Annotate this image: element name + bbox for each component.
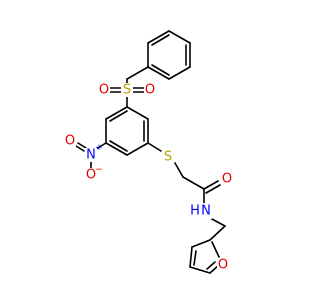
nitro-nitrogen: N + bbox=[85, 143, 103, 163]
svg-text:O: O bbox=[218, 258, 228, 273]
chemical-structure: S O O S N + O O − O N H O bbox=[64, 30, 233, 274]
nitro-oxygen-single: O − bbox=[85, 165, 103, 183]
sulfonyl-bonds bbox=[109, 87, 145, 108]
carbonyl-oxygen: O bbox=[221, 172, 233, 187]
thioether-acetamide-chain bbox=[147, 142, 226, 227]
svg-text:O: O bbox=[145, 83, 155, 98]
svg-text:N: N bbox=[86, 148, 96, 163]
central-phenyl-ring bbox=[105, 106, 149, 156]
thioether-sulfur: S bbox=[162, 150, 174, 165]
svg-text:S: S bbox=[164, 150, 172, 165]
svg-text:+: + bbox=[95, 143, 103, 153]
furan-oxygen: O bbox=[217, 258, 229, 273]
svg-text:O: O bbox=[99, 83, 109, 98]
svg-text:N: N bbox=[201, 204, 211, 219]
svg-text:H: H bbox=[190, 204, 200, 219]
svg-text:O: O bbox=[86, 168, 96, 183]
sulfonyl-oxygen-left: O bbox=[98, 83, 110, 98]
nitro-bonds bbox=[75, 142, 107, 169]
sulfonyl-oxygen-right: O bbox=[144, 83, 156, 98]
nitro-oxygen-double: O bbox=[64, 134, 76, 149]
svg-text:−: − bbox=[95, 165, 103, 175]
benzyl-linker bbox=[126, 66, 149, 85]
amide-nitrogen: N H bbox=[190, 203, 212, 219]
sulfonyl-sulfur: S bbox=[121, 83, 133, 98]
furan-ring bbox=[189, 225, 226, 274]
svg-text:O: O bbox=[222, 172, 232, 187]
benzyl-phenyl-ring bbox=[147, 30, 191, 80]
svg-text:O: O bbox=[65, 134, 75, 149]
svg-text:S: S bbox=[123, 83, 131, 98]
